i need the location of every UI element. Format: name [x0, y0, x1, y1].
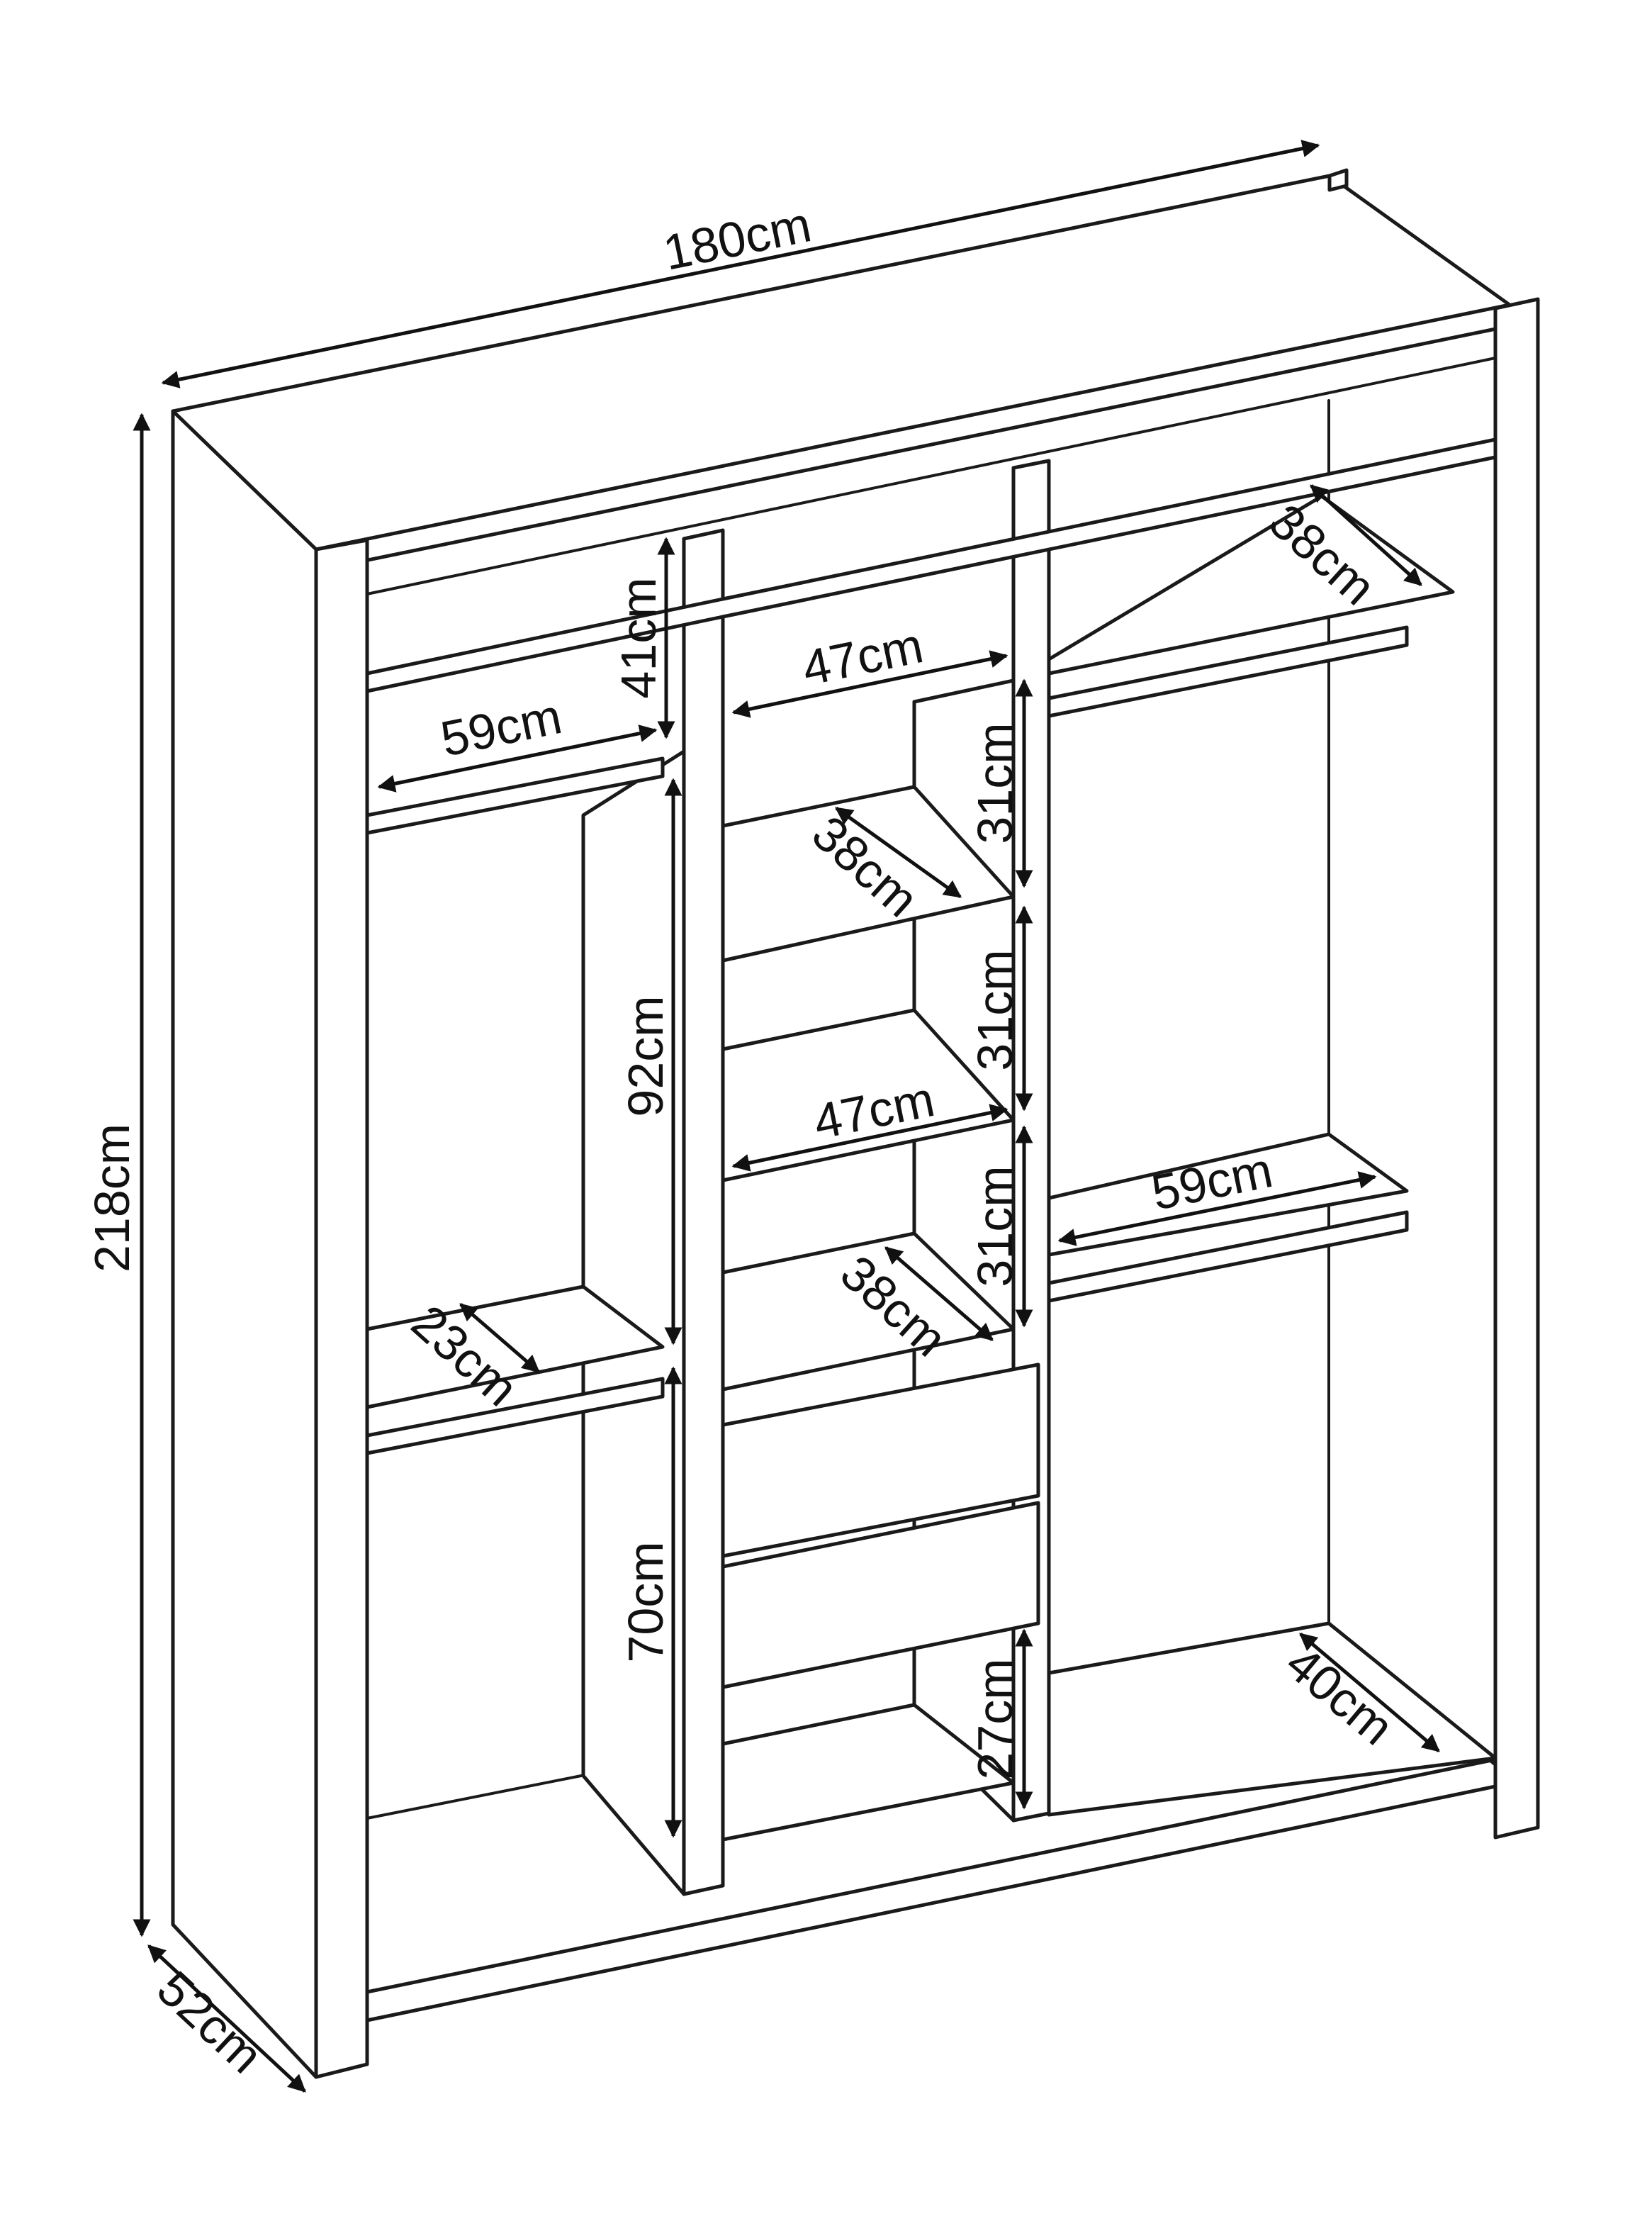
left-lower-rail — [365, 1377, 665, 1455]
label-middle-shelf-2-height: 31cm — [967, 949, 1023, 1070]
label-left-lower-height: 70cm — [618, 1541, 673, 1662]
interior-top-edge — [366, 357, 1497, 595]
top-compartment-shelf — [365, 437, 1498, 693]
right-front-post — [1493, 297, 1540, 1840]
label-middle-shelf-3-height: 31cm — [967, 1165, 1023, 1287]
dim-line-right-middle-width — [1057, 1171, 1377, 1246]
label-left-top-width: 59cm — [436, 688, 566, 767]
dim-line-middle-shelf-3-depth — [884, 1246, 994, 1341]
right-back-post — [1327, 168, 1349, 192]
dim-line-middle-shelf-1-depth — [834, 806, 962, 899]
dim-line-right-bottom-depth — [1299, 1633, 1440, 1752]
drawer-upper — [721, 1362, 1040, 1558]
dim-line-middle-shelf-2-width — [731, 1104, 1008, 1172]
right-upper-rail — [1047, 625, 1409, 718]
label-left-top-height: 41cm — [611, 577, 666, 698]
dim-line-right-top-depth — [1310, 484, 1422, 586]
dim-line-depth-total — [147, 1944, 306, 2093]
label-middle-shelf-1-height: 31cm — [967, 722, 1023, 844]
dimension-lines — [133, 140, 1440, 2093]
label-middle-top-width: 47cm — [797, 617, 927, 696]
dim-line-left-top-width — [377, 724, 658, 793]
dim-line-width-total — [161, 140, 1320, 388]
drawer-lower — [721, 1501, 1040, 1689]
left-front-post — [314, 538, 369, 2079]
label-middle-bottom-height: 27cm — [967, 1658, 1023, 1779]
left-side-panel — [171, 409, 318, 2079]
dim-line-left-small-depth — [459, 1303, 540, 1373]
middle-bottom — [721, 1703, 1016, 1842]
left-partition — [682, 528, 725, 1896]
label-height-total: 218cm — [84, 1124, 140, 1272]
label-width-total: 180cm — [658, 196, 816, 281]
label-left-hanging-height: 92cm — [618, 995, 673, 1116]
bottom-base — [365, 1757, 1498, 2022]
dim-line-middle-top-width — [731, 650, 1008, 718]
